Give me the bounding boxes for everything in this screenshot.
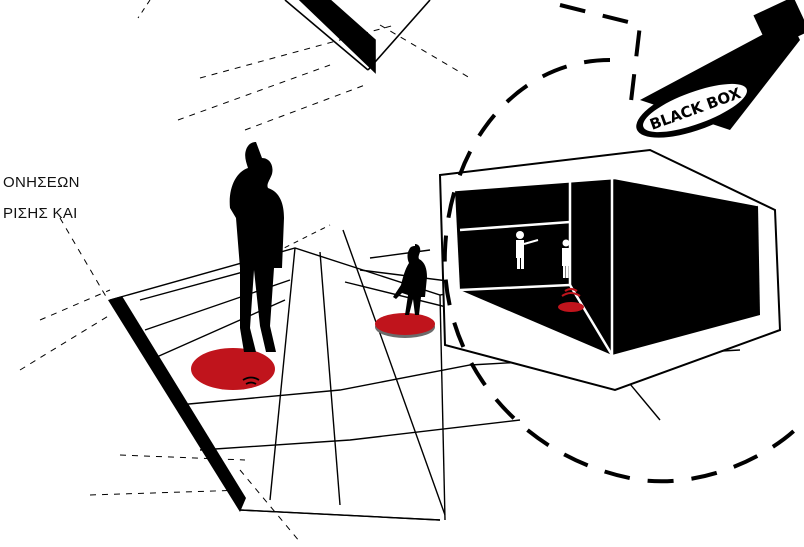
spotlight: BLACK BOX	[629, 0, 804, 150]
top-wall	[138, 0, 470, 130]
caption-line-2: ΡΙΣΗΣ ΚΑΙ	[3, 205, 78, 222]
left-wall	[108, 296, 246, 512]
black-box-room	[440, 150, 780, 390]
caption-line-1: ΟΝΗΣΕΩΝ	[3, 174, 80, 191]
